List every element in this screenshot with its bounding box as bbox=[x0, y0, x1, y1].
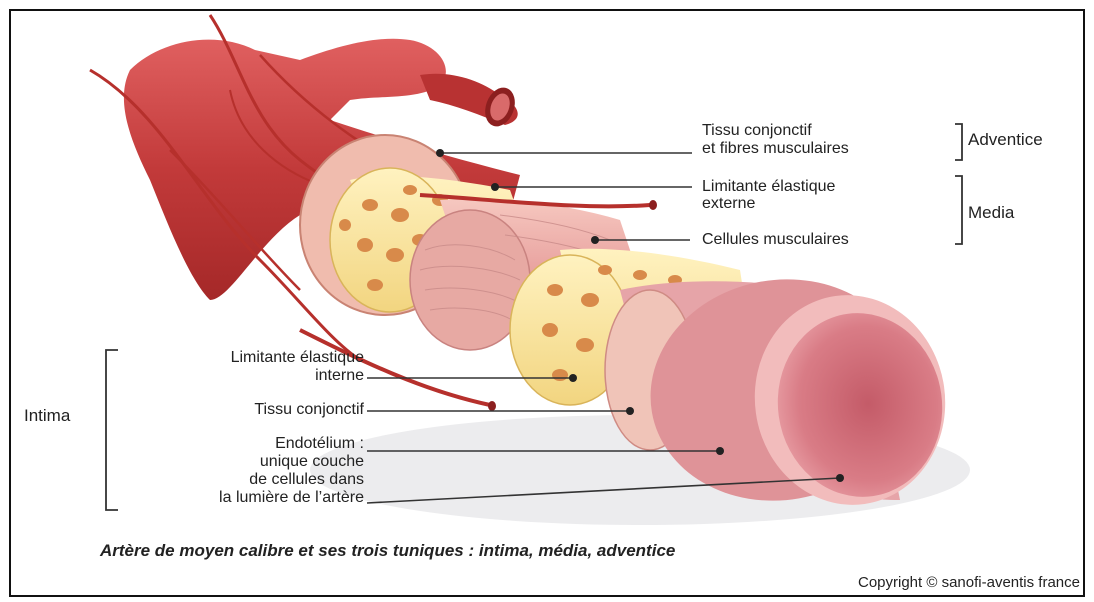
group-intima: Intima bbox=[24, 407, 70, 424]
group-media: Media bbox=[968, 204, 1014, 221]
figure-caption: Artère de moyen calibre et ses trois tun… bbox=[100, 541, 1040, 561]
label-tissu-conjonctif-fibres-line2: et fibres musculaires bbox=[702, 140, 849, 157]
copyright-notice: Copyright © sanofi-aventis france bbox=[728, 574, 1080, 591]
label-limitante-externe-line1: Limitante élastique bbox=[702, 178, 835, 195]
label-endothelium-line1: Endotélium : bbox=[120, 435, 364, 452]
label-cellules-musculaires: Cellules musculaires bbox=[702, 231, 849, 248]
label-limitante-interne-line2: interne bbox=[120, 367, 364, 384]
label-tissu-conjonctif-fibres-line1: Tissu conjonctif bbox=[702, 122, 812, 139]
label-endothelium-line3: de cellules dans bbox=[120, 471, 364, 488]
label-limitante-externe-line2: externe bbox=[702, 195, 755, 212]
label-tissu-conjonctif: Tissu conjonctif bbox=[120, 401, 364, 418]
label-endothelium-line4: la lumière de l’artère bbox=[120, 489, 364, 506]
label-endothelium-line2: unique couche bbox=[120, 453, 364, 470]
label-limitante-interne-line1: Limitante élastique bbox=[120, 349, 364, 366]
group-adventice: Adventice bbox=[968, 131, 1043, 148]
